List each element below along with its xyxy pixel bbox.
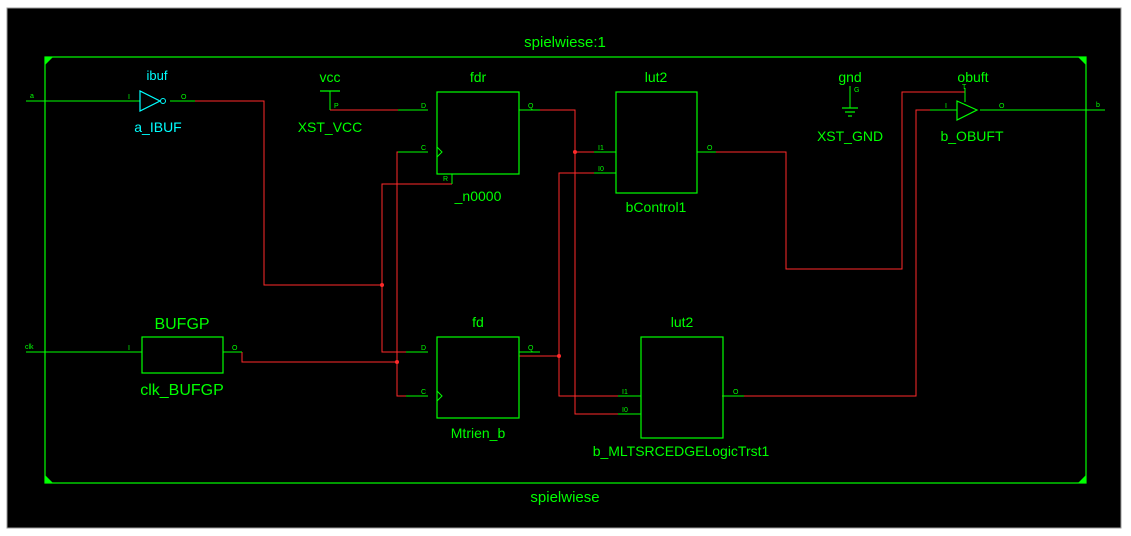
bufgp-component[interactable]: BUFGP clk_BUFGP I O [128,316,238,399]
module-name-title: spielwiese [530,489,599,506]
wire-fdr-q-to-lut-top-i1 [519,109,608,153]
lut2-bottom-body [640,336,724,439]
lut2-top-pin-i0-label: I0 [598,166,604,173]
ibuf-component[interactable]: ibuf a_IBUF I O [128,68,187,135]
junction-clk [395,360,399,364]
ibuf-output-bubble-icon [160,98,166,104]
lut2-top-body [615,91,698,194]
fdr-component[interactable]: fdr _n0000 D C Q R [421,69,534,204]
wire-a-to-fdr-r [381,183,452,285]
frame-corner-bl [45,475,53,483]
fd-pin-d-label: D [421,345,426,352]
frame-corner-br [1078,475,1086,483]
lut2-top-instance-label: bControl1 [626,199,687,215]
junction-fd-q [557,354,561,358]
obuft-pin-t-label: T [962,84,967,91]
lut2-top-pin-i1-label: I1 [598,145,604,152]
fd-instance-label: Mtrien_b [451,425,506,441]
vcc-instance-label: XST_VCC [298,119,363,135]
ibuf-type-label: ibuf [147,68,168,83]
obuft-triangle-icon [956,100,979,121]
fd-body [436,336,520,419]
fdr-body [436,91,520,175]
lut2-top-pin-o-label: O [707,145,713,152]
vcc-type-label: vcc [320,69,341,85]
gnd-instance-label: XST_GND [817,128,883,144]
ibuf-pin-o-label: O [181,94,187,101]
wire-fd-q-to-lut-bottom-i1 [558,356,632,397]
junction-a [380,283,384,287]
obuft-type-label: obuft [957,69,988,85]
fdr-pin-r-label: R [443,176,448,183]
bufgp-pin-i-label: I [128,345,130,352]
wire-ibuf-to-fd-d [195,100,428,353]
fd-clock-icon [436,390,443,402]
fd-component[interactable]: fd Mtrien_b D C Q [421,314,534,441]
fdr-pin-q-label: Q [528,103,534,110]
wire-lut-top-o-to-obuft-t [697,91,965,270]
obuft-pin-o-label: O [999,103,1005,110]
bufgp-pin-o-label: O [232,345,238,352]
canvas-background [6,7,1122,529]
fdr-type-label: fdr [470,69,487,85]
frame-corner-tl [45,57,53,65]
lut2-top-component[interactable]: lut2 bControl1 I1 I0 O [598,69,713,215]
bufgp-type-label: BUFGP [154,316,209,333]
junction-fdr-q [573,150,577,154]
fd-type-label: fd [472,314,484,330]
wire-lut-bottom-o-to-obuft-i [722,109,943,397]
fdr-pin-c-label: C [421,145,426,152]
ibuf-instance-label: a_IBUF [134,119,181,135]
fdr-clock-icon [436,146,443,158]
junctions [380,150,577,364]
fd-pin-c-label: C [421,389,426,396]
wire-fdr-q-to-lut-bottom-i0 [574,152,632,415]
obuft-instance-label: b_OBUFT [940,128,1003,144]
gnd-component[interactable]: gnd XST_GND G [817,69,883,144]
ibuf-triangle-icon [139,90,162,112]
lut2-bottom-component[interactable]: lut2 b_MLTSRCEDGELogicTrst1 I1 I0 O [593,314,770,459]
port-clk-label: clk [25,344,34,351]
lut2-bottom-type-label: lut2 [671,314,694,330]
obuft-component[interactable]: obuft b_OBUFT I T O [940,69,1005,144]
port-b-label: b [1096,102,1100,109]
gnd-pin-g-label: G [854,87,859,94]
port-a-label: a [30,93,34,100]
lut2-bottom-instance-label: b_MLTSRCEDGELogicTrst1 [593,443,770,459]
ibuf-pin-i-label: I [128,94,130,101]
lut2-bottom-pin-i0-label: I0 [622,407,628,414]
gnd-type-label: gnd [838,69,861,85]
module-frame [44,56,1087,484]
frame-corner-tr [1078,57,1086,65]
pin-stubs [26,88,1105,415]
vcc-pin-p-label: P [334,103,339,110]
lut2-top-type-label: lut2 [645,69,668,85]
bufgp-instance-label: clk_BUFGP [140,382,224,399]
vcc-component[interactable]: vcc XST_VCC P [298,69,363,135]
fd-pin-q-label: Q [528,345,534,352]
wire-fd-q-to-lut-top-i0 [519,172,608,357]
lut2-bottom-pin-o-label: O [733,389,739,396]
fdr-pin-d-label: D [421,103,426,110]
module-instance-title: spielwiese:1 [524,34,606,51]
bufgp-body [141,336,224,374]
fdr-instance-label: _n0000 [454,188,502,204]
lut2-bottom-pin-i1-label: I1 [622,389,628,396]
obuft-pin-i-label: I [945,103,947,110]
